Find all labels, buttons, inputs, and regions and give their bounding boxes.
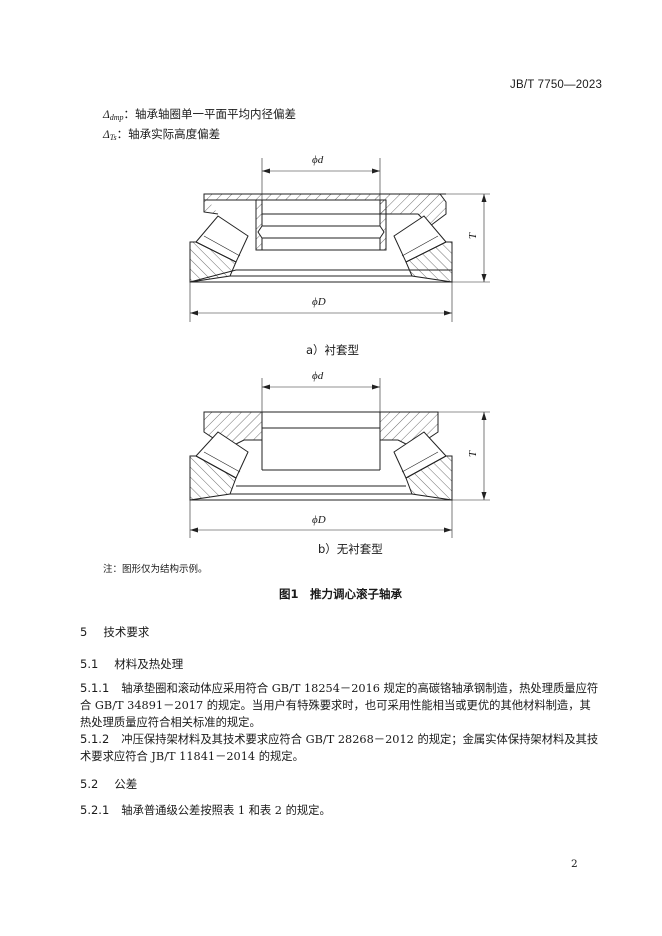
figure-a-dim-T: T: [467, 232, 480, 240]
definition-dmp: Δdmp：轴承轴圈单一平面平均内径偏差: [103, 106, 296, 122]
definition-ts-text: ：轴承实际高度偏差: [116, 127, 221, 141]
figure-note: 注：图形仅为结构示例。: [103, 564, 208, 575]
section-5-2-number: 5.2: [80, 777, 99, 791]
section-5-2-heading: 5.2 公差: [80, 776, 137, 792]
paragraph-5-1-1-number: 5.1.1: [80, 681, 110, 695]
figure-b-dim-d: ϕd: [312, 370, 324, 382]
section-5-title: 技术要求: [103, 625, 150, 639]
standard-code: JB/T 7750—2023: [510, 79, 603, 91]
section-5-heading: 5 技术要求: [80, 624, 149, 640]
paragraph-5-2-1-number: 5.2.1: [80, 803, 110, 817]
figure-a-dim-D: ϕD: [312, 296, 326, 308]
bearing-figure: [189, 158, 490, 538]
definition-dmp-subscript: dmp: [109, 113, 124, 122]
figure-b-dim-T: T: [467, 450, 480, 458]
section-5-number: 5: [80, 625, 88, 639]
paragraph-5-1-2-number: 5.1.2: [80, 732, 110, 746]
page-number: 2: [571, 858, 578, 870]
section-5-1-heading: 5.1 材料及热处理: [80, 656, 183, 672]
section-5-2-title: 公差: [114, 777, 138, 791]
figure-caption: 图1 推力调心滚子轴承: [279, 587, 403, 601]
figure-b-caption: b）无衬套型: [318, 542, 383, 556]
paragraph-5-2-1: 5.2.1 轴承普通级公差按照表 1 和表 2 的规定。: [80, 802, 602, 819]
definition-ts: ΔTs：轴承实际高度偏差: [103, 126, 220, 142]
figure-a-bearing: [189, 158, 490, 322]
figure-b-dim-D: ϕD: [312, 514, 326, 526]
paragraph-5-2-1-text: 轴承普通级公差按照表 1 和表 2 的规定。: [121, 804, 331, 817]
figure-b-bearing: [189, 378, 490, 538]
definition-dmp-symbol: Δ: [103, 109, 110, 121]
section-5-1-title: 材料及热处理: [114, 657, 184, 671]
figure-a-dim-d: ϕd: [312, 154, 324, 166]
definition-ts-symbol: Δ: [103, 129, 110, 141]
definition-ts-subscript: Ts: [109, 133, 117, 142]
paragraph-5-1-1-text: 轴承垫圈和滚动体应采用符合 GB/T 18254－2016 规定的高碳铬轴承钢制…: [80, 682, 599, 729]
paragraph-5-1-2-text: 冲压保持架材料及其技术要求应符合 GB/T 28268－2012 的规定；金属实…: [80, 733, 599, 763]
definition-dmp-text: ：轴承轴圈单一平面平均内径偏差: [123, 107, 297, 121]
figure-a-caption: a）衬套型: [306, 343, 360, 357]
section-5-1-number: 5.1: [80, 657, 99, 671]
